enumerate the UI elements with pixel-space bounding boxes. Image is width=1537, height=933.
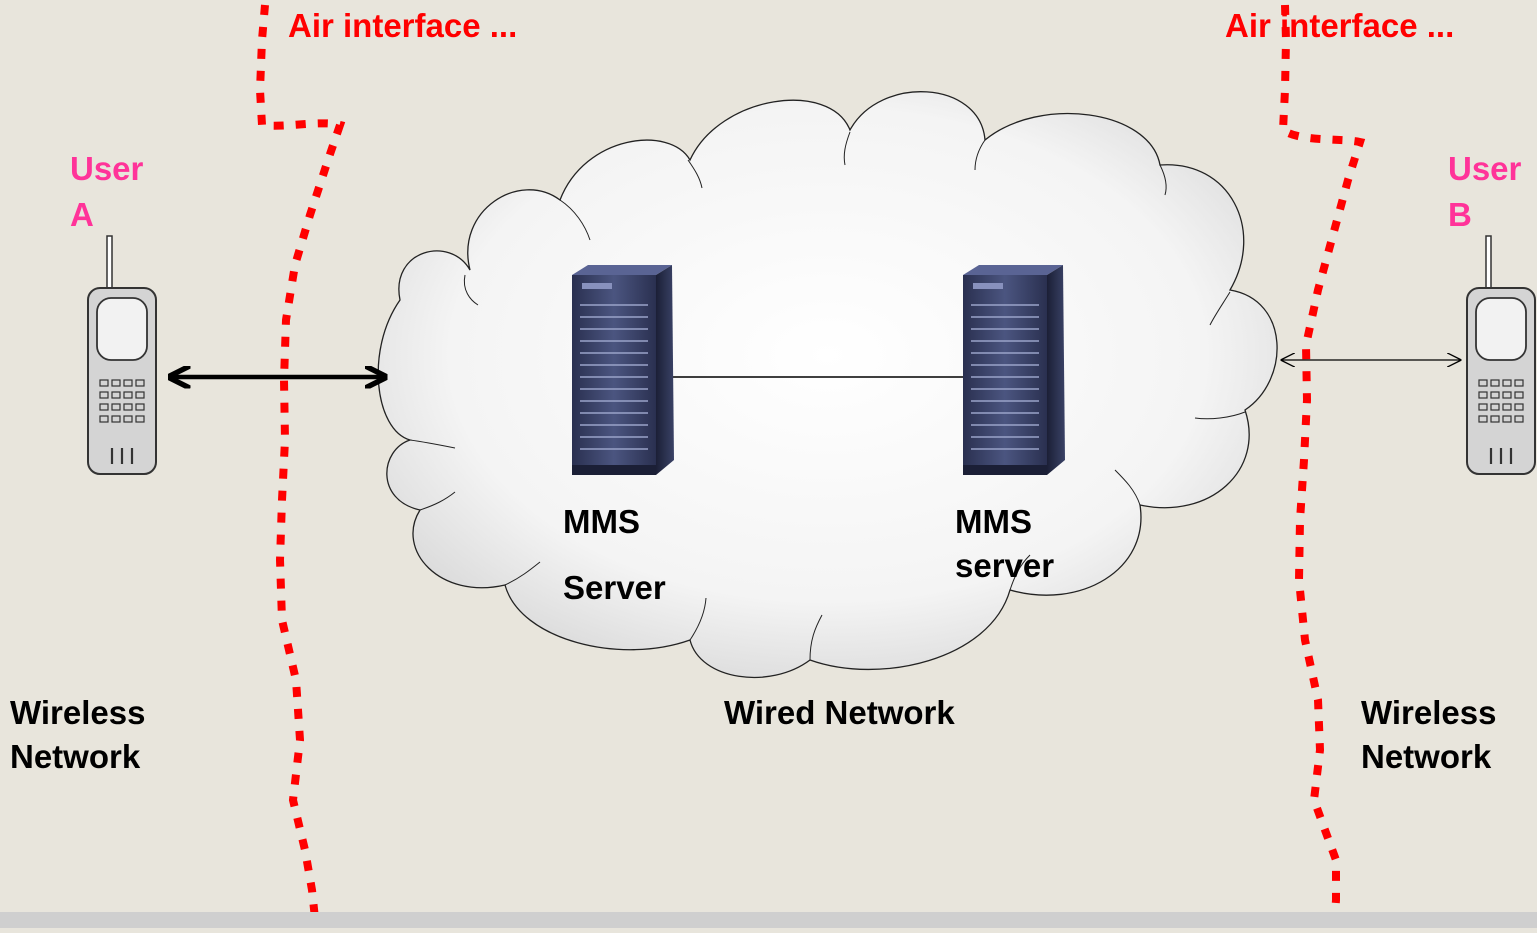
wired-network-cloud (377, 91, 1278, 679)
wireless-network-left-line2: Network (10, 738, 141, 775)
server-left-label-line1: MMS (563, 503, 640, 540)
air-interface-boundary-right (1278, 4, 1366, 929)
air-interface-label-right: Air interface ... (1225, 7, 1455, 44)
server-right-label-line1: MMS (955, 503, 1032, 540)
air-interface-boundary-left (255, 4, 346, 929)
user-b-label-line2: B (1448, 196, 1472, 233)
footer-band (0, 912, 1537, 928)
wireless-network-left-line1: Wireless (10, 694, 146, 731)
user-a-label-line1: User (70, 150, 144, 187)
air-interface-label-left: Air interface ... (288, 7, 518, 44)
wired-network-label: Wired Network (724, 694, 955, 731)
mobile-phone-icon (87, 235, 157, 475)
server-tower-icon (963, 265, 1065, 475)
wireless-network-right-line2: Network (1361, 738, 1492, 775)
server-tower-icon (572, 265, 674, 475)
user-b-label-line1: User (1448, 150, 1522, 187)
wireless-network-right-line1: Wireless (1361, 694, 1497, 731)
server-left-label-line2: Server (563, 569, 666, 606)
server-right-label-line2: server (955, 547, 1055, 584)
user-a-label-line2: A (70, 196, 94, 233)
mobile-phone-icon (1466, 235, 1536, 475)
